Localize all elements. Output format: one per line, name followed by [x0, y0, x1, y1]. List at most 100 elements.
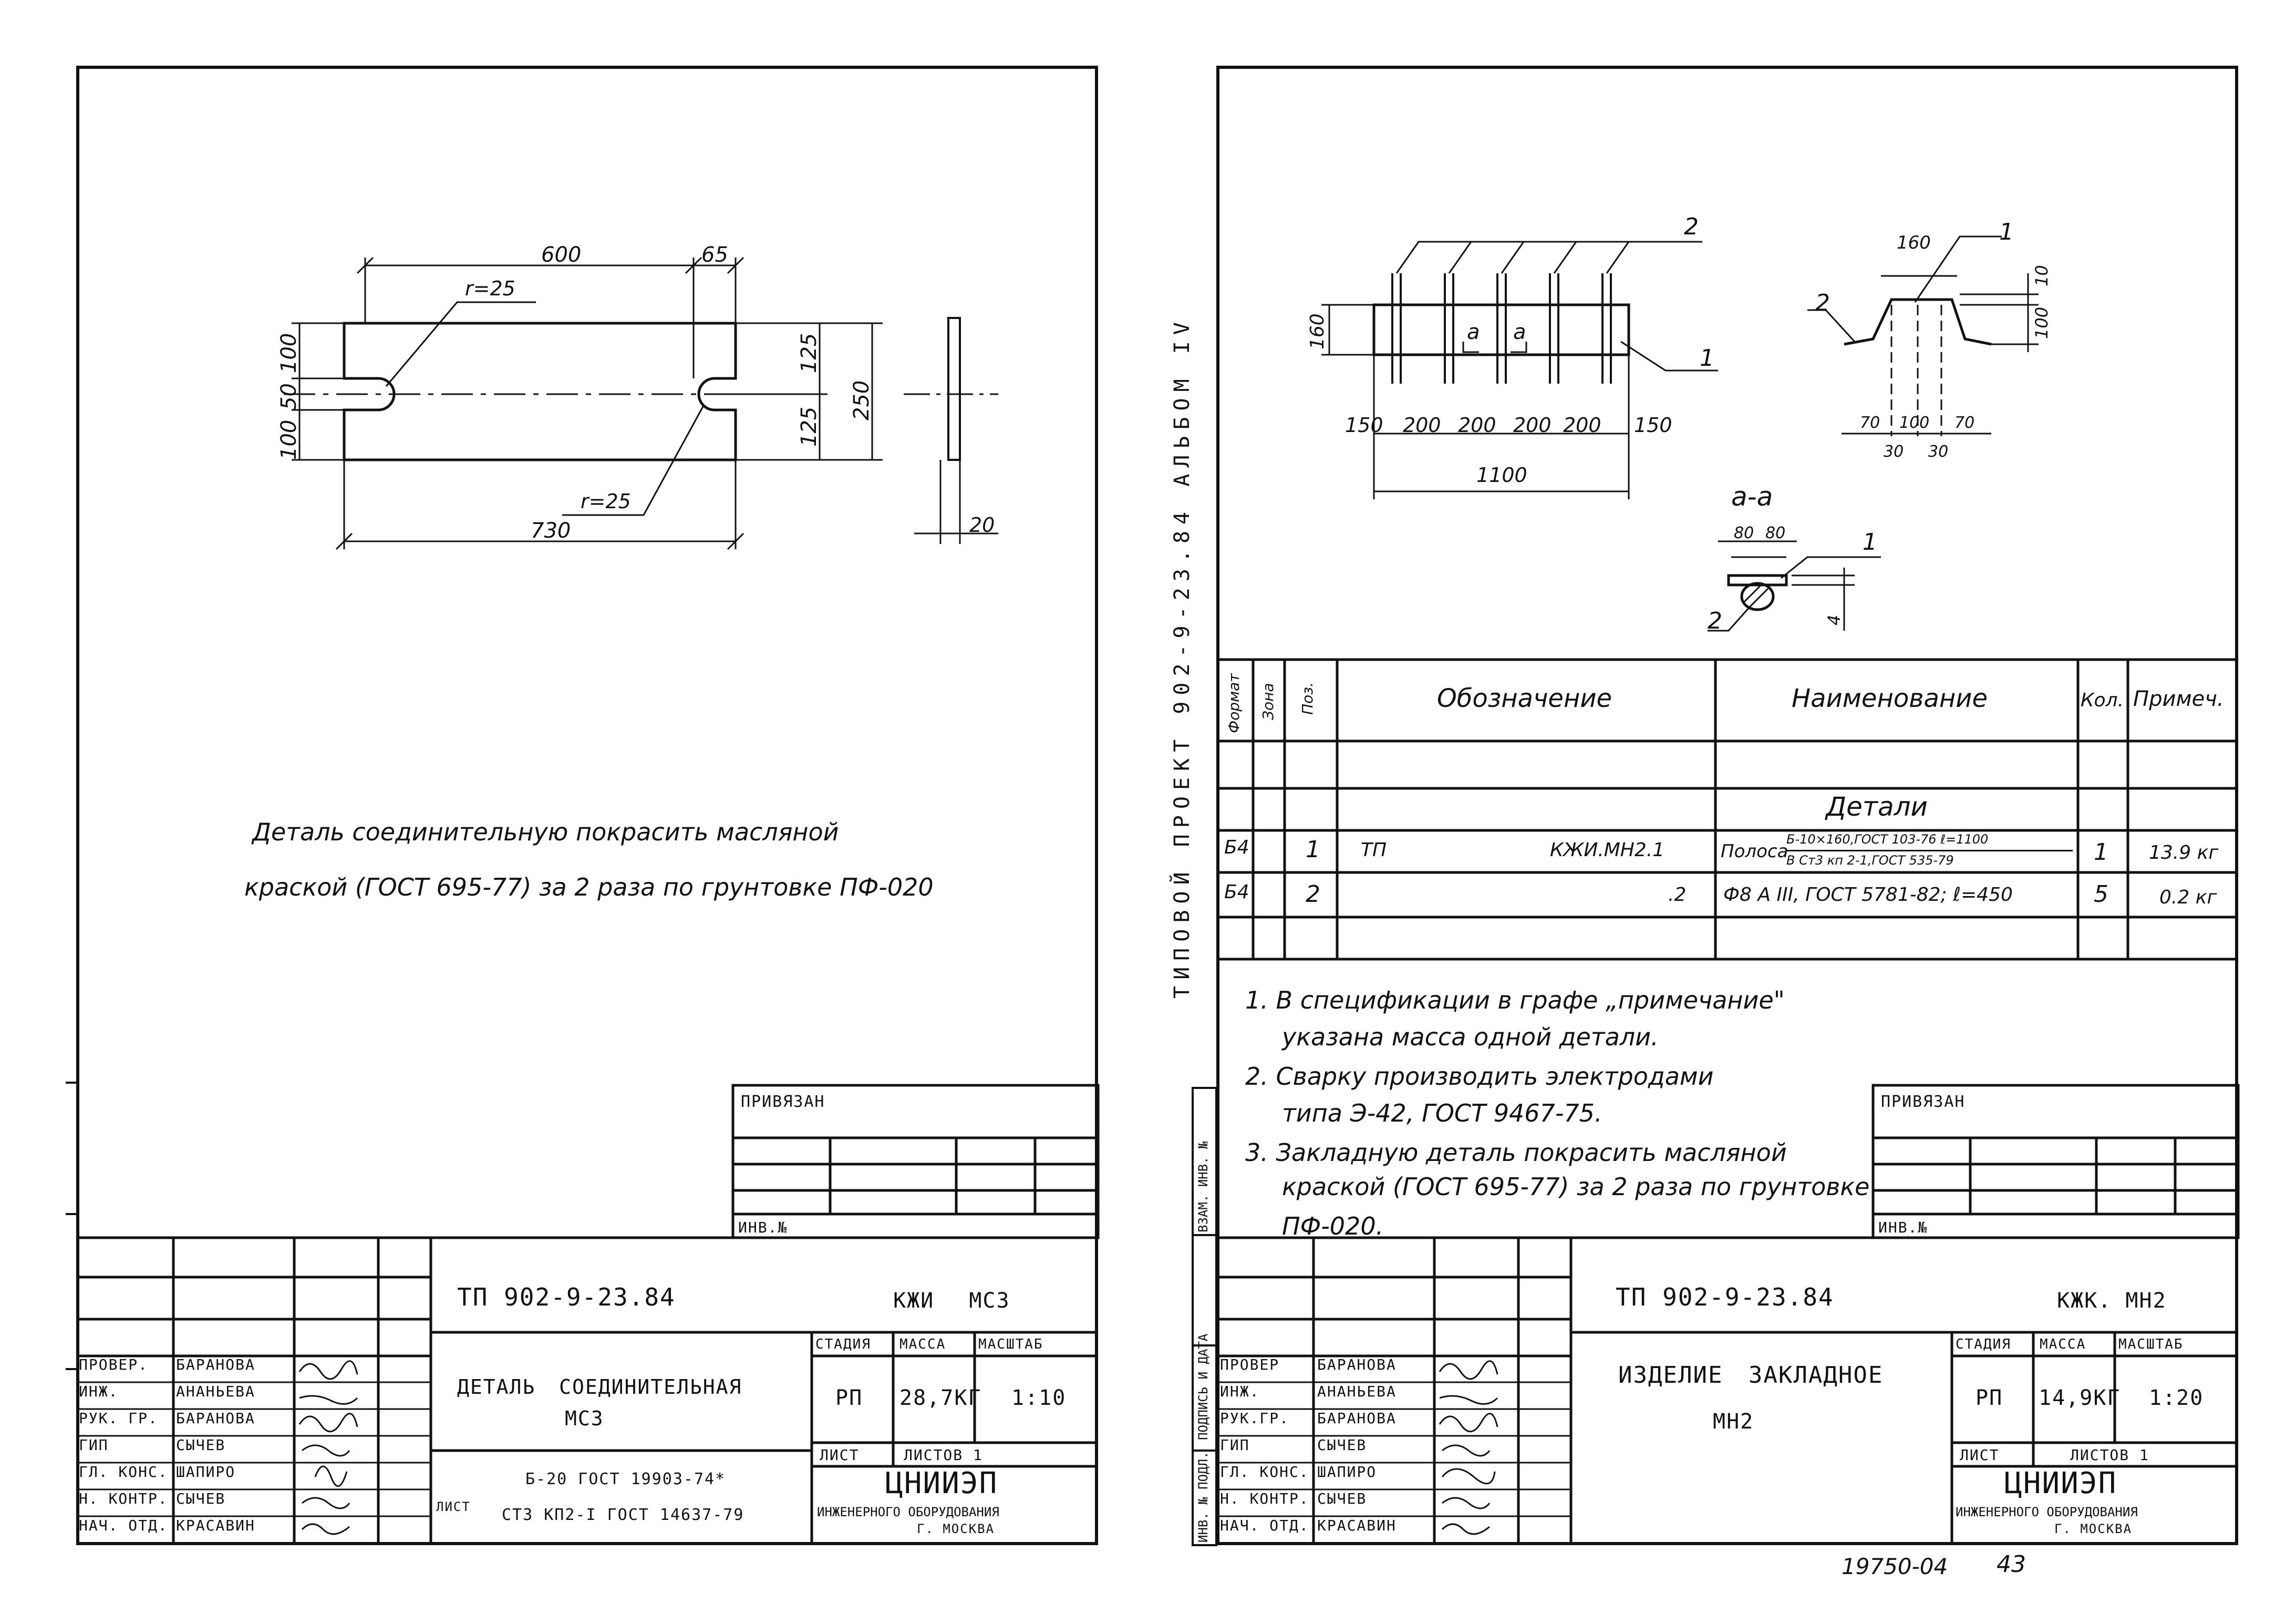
section-label-1: 1 [1863, 529, 1877, 556]
right-scale: 1:20 [2149, 1386, 2204, 1410]
side-stamp-inv: ИНВ. № ПОДЛ. [1196, 1451, 1211, 1543]
section-dim-4: 4 [1824, 614, 1844, 625]
paint-note-line2: краской (ГОСТ 695-77) за 2 раза по грунт… [244, 873, 934, 901]
left-sheet-label: ЛИСТ [820, 1446, 860, 1464]
spec-name-bottom: В Ст3 кп 2-1,ГОСТ 535-79 [1786, 853, 1954, 868]
note-3c: ПФ-020. [1282, 1212, 1384, 1240]
spec-header-pos: Поз. [1299, 682, 1316, 715]
side-dim-10: 10 [2032, 265, 2052, 286]
right-stage-label: СТАДИЯ [1956, 1337, 2011, 1352]
left-title-line2: МС3 [565, 1407, 604, 1430]
left-material-prefix: ЛИСТ [436, 1499, 471, 1514]
dim-600: 600 [541, 243, 582, 267]
dim-150-right: 150 [1634, 414, 1672, 437]
right-mass-label: МАССА [2040, 1337, 2086, 1352]
spec-qty: 5 [2094, 881, 2108, 908]
note-2a: 2. Сварку производить электродами [1245, 1062, 1714, 1091]
side-dim-100-bottom: 100 [1899, 414, 1930, 432]
dim-200-3: 200 [1513, 414, 1552, 437]
right-name: БАРАНОВА [1317, 1356, 1397, 1373]
note-2b: типа Э-42, ГОСТ 9467-75. [1282, 1099, 1602, 1127]
right-name: АНАНЬЕВА [1317, 1383, 1397, 1400]
left-signature-row: Н. КОНТР. [79, 1490, 168, 1507]
side-dim-30-left: 30 [1884, 443, 1904, 461]
note-1a: 1. В спецификации в графе „примечание" [1245, 986, 1785, 1014]
left-name: КРАСАВИН [176, 1517, 255, 1534]
left-scale-label: МАСШТАБ [978, 1337, 1043, 1352]
right-title-line1: ИЗДЕЛИЕ ЗАКЛАДНОЕ [1618, 1362, 1884, 1389]
right-role: ГЛ. КОНС. [1220, 1463, 1309, 1481]
left-code-suffix: КЖИ МС3 [893, 1289, 1010, 1313]
dim-250: 250 [850, 380, 874, 420]
spec-header-qty: Кол. [2081, 690, 2124, 711]
dim-200-2: 200 [1458, 414, 1496, 437]
spec-name-a: Ф8 А III, ГОСТ 5781-82; ℓ=450 [1723, 884, 2013, 906]
left-name: СЫЧЕВ [176, 1436, 226, 1454]
note-1b: указана масса одной детали. [1282, 1023, 1659, 1051]
left-name: БАРАНОВА [176, 1410, 255, 1427]
right-org2: ИНЖЕНЕРНОГО ОБОРУДОВАНИЯ [1956, 1505, 2138, 1519]
spec-code-b: КЖИ.МН2.1 [1550, 839, 1665, 861]
spec-format: Б4 [1224, 881, 1249, 903]
paint-note-line1: Деталь соединительную покрасить масляной [252, 818, 839, 846]
side-stamp-replace: ВЗАМ. ИНВ. № [1196, 1141, 1211, 1232]
spec-pos: 1 [1306, 836, 1320, 863]
left-mass-label: МАССА [899, 1337, 946, 1352]
dim-125-bot: 125 [797, 406, 821, 447]
right-inv-no: ИНВ.№ [1878, 1219, 1928, 1236]
side-dim-70-right: 70 [1954, 414, 1975, 432]
left-scale: 1:10 [1011, 1386, 1067, 1410]
left-signature-row: РУК. ГР. [79, 1410, 158, 1427]
right-role: Н. КОНТР. [1220, 1490, 1309, 1507]
section-dim-80b: 80 [1765, 524, 1786, 542]
side-dim-70-left: 70 [1860, 414, 1880, 432]
spec-name-a: Полоса [1721, 841, 1788, 862]
dim-1100: 1100 [1476, 464, 1527, 487]
right-sheets-label: ЛИСТОВ 1 [2070, 1446, 2149, 1464]
cut-a2: а [1513, 320, 1526, 344]
spec-format: Б4 [1224, 837, 1249, 858]
left-org2: ИНЖЕНЕРНОГО ОБОРУДОВАНИЯ [817, 1505, 999, 1519]
right-code-suffix: КЖК. МН2 [2057, 1289, 2167, 1313]
spec-header-note: Примеч. [2133, 687, 2224, 711]
left-signature-row: ГЛ. КОНС. [79, 1463, 168, 1481]
right-name: БАРАНОВА [1317, 1410, 1397, 1427]
right-org3: Г. МОСКВА [2054, 1522, 2133, 1536]
dim-200-1: 200 [1403, 414, 1441, 437]
left-signature-row: ГИП [79, 1436, 109, 1454]
inventory-number: 19750-04 [1842, 1554, 1948, 1579]
left-mass: 28,7кг [899, 1386, 982, 1410]
dim-100-bot: 100 [277, 419, 301, 460]
left-signature-row: ИНЖ. [79, 1383, 119, 1400]
radius-top: r=25 [465, 277, 515, 300]
dim-50: 50 [277, 383, 301, 410]
side-label-1: 1 [1999, 219, 2014, 245]
left-stage: РП [835, 1386, 863, 1410]
right-scale-label: МАСШТАБ [2118, 1337, 2184, 1352]
right-role: ИНЖ. [1220, 1383, 1260, 1400]
side-stamp-sign: ПОДПИСЬ И ДАТА [1196, 1333, 1211, 1440]
right-privyazan: ПРИВЯЗАН [1881, 1093, 1966, 1111]
spec-note: 13.9 кг [2149, 842, 2219, 863]
right-org1: ЦНИИЭП [2004, 1466, 2117, 1500]
right-title-line2: МН2 [1713, 1410, 1754, 1434]
dim-125-top: 125 [797, 333, 821, 373]
right-sheet [1216, 66, 2238, 1545]
spec-header-format: Формат [1225, 673, 1243, 733]
dim-150-left: 150 [1345, 414, 1383, 437]
side-label-2: 2 [1815, 290, 1830, 316]
right-mass: 14,9кг [2039, 1386, 2121, 1410]
section-label-2: 2 [1708, 608, 1722, 634]
spec-header-zone: Зона [1259, 683, 1277, 720]
left-stage-label: СТАДИЯ [815, 1337, 871, 1352]
left-org3: Г. МОСКВА [917, 1522, 995, 1536]
right-role: НАЧ. ОТД. [1220, 1517, 1309, 1534]
dim-730: 730 [531, 519, 571, 543]
label-1-right: 1 [1700, 345, 1714, 372]
left-name: СЫЧЕВ [176, 1490, 226, 1507]
spec-note: 0.2 кг [2159, 887, 2217, 908]
spec-pos: 2 [1306, 881, 1320, 908]
left-name: АНАНЬЕВА [176, 1383, 255, 1400]
note-3b: краской (ГОСТ 695-77) за 2 раза по грунт… [1282, 1173, 1870, 1201]
dim-160-front: 160 [1307, 313, 1328, 349]
